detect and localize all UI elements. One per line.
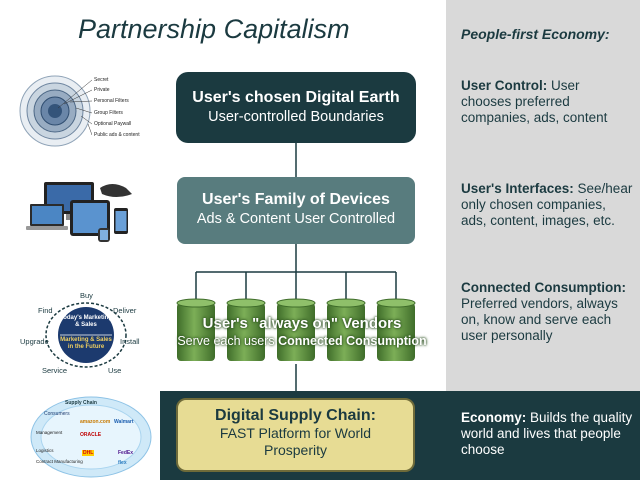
devices-illustration [26, 182, 132, 242]
supply-label: Logistics [36, 448, 54, 453]
ring-label: Private [94, 87, 110, 93]
cycle-label-buy: Buy [80, 291, 93, 300]
side-block-economy: Economy: Builds the quality world and li… [461, 410, 633, 458]
side-block-text: See/hear only chosen companies, ads, con… [461, 181, 633, 228]
side-block-title: User Control: [461, 78, 548, 93]
box-subtitle: Serve each users Connected Consumption [172, 333, 432, 349]
supply-label: Management [36, 430, 63, 435]
side-block-title: User's Interfaces: [461, 181, 574, 196]
supply-label: Contract Manufacturing [36, 459, 83, 464]
vendor-cylinders [176, 298, 416, 361]
supply-logo: ORACLE [80, 432, 102, 438]
vendor-cylinder [326, 298, 366, 361]
box-subtitle: FAST Platform for World [219, 425, 372, 441]
cycle-label-install: Install [120, 337, 140, 346]
box-family-of-devices: User's Family of Devices Ads & Content U… [177, 177, 415, 244]
vendor-cylinder [276, 298, 316, 361]
supply-logo: FedEx [118, 450, 134, 456]
ring-label: Group Filters [94, 110, 123, 116]
box-subtitle: Ads & Content User Controlled [196, 211, 396, 227]
privacy-rings-illustration [19, 75, 92, 147]
box-subtitle: User-controlled Boundaries [208, 109, 384, 125]
vendors-subtitle-prefix: Serve each users [177, 334, 279, 348]
cycle-label-service: Service [42, 366, 68, 375]
vendors-subtitle-bold: Connected Consumption [278, 334, 427, 348]
side-block-connected-consumption: Connected Consumption: Preferred vendors… [461, 280, 633, 344]
box-title: Digital Supply Chain: [215, 407, 376, 424]
cycle-center-bottom: Marketing & Sales in the Future [60, 337, 112, 350]
ring-label: Secret [94, 77, 109, 83]
cycle-label-use: Use [108, 366, 122, 375]
ring-label: Optional Paywall [94, 121, 132, 127]
supply-logo: amazon.com [80, 419, 111, 425]
supply-label: Supply Chain [65, 400, 97, 406]
cycle-label-find: Find [38, 306, 53, 315]
right-panel [446, 0, 640, 391]
side-block-user-control: User Control: User chooses preferred com… [461, 78, 633, 126]
headset-icon [100, 184, 132, 197]
page-title: Partnership Capitalism [78, 14, 350, 44]
vendor-cylinder [376, 298, 416, 361]
right-heading: People-first Economy: [461, 26, 610, 42]
box-title: User's Family of Devices [202, 191, 390, 208]
supply-logo: Walmart [114, 419, 134, 425]
ring-label: Public ads & content [94, 132, 140, 138]
box-subtitle-line2: Prosperity [263, 442, 328, 458]
box-digital-supply-chain: Digital Supply Chain: FAST Platform for … [176, 398, 415, 472]
ring-label: Personal Filters [94, 98, 129, 104]
marketing-cycle-illustration [45, 302, 127, 368]
box-title: User's chosen Digital Earth [192, 89, 400, 106]
cycle-label-deliver: Deliver [113, 306, 137, 315]
supply-label: Consumers [44, 411, 70, 417]
side-block-user-interfaces: User's Interfaces: See/hear only chosen … [461, 181, 633, 229]
cycle-center-top: Today's Marketing & Sales [60, 315, 112, 328]
side-block-text: Preferred vendors, always on, know and s… [461, 296, 618, 343]
box-vendors: User's "always on" Vendors Serve each us… [172, 314, 432, 349]
side-block-title: Connected Consumption: [461, 280, 626, 295]
supply-chain-illustration [30, 396, 152, 478]
box-digital-earth: User's chosen Digital Earth User-control… [176, 72, 416, 143]
side-block-text: User chooses preferred companies, ads, c… [461, 78, 608, 125]
supply-logo: flex [118, 460, 127, 466]
side-block-title: Economy: [461, 410, 527, 425]
box-title: User's "always on" Vendors [202, 315, 402, 332]
vendor-cylinder [226, 298, 266, 361]
side-block-text: Builds the quality world and lives that … [461, 410, 633, 457]
cycle-label-upgrade: Upgrade [20, 337, 49, 346]
supply-logo: DHL [82, 450, 95, 456]
vendor-cylinder [176, 298, 216, 361]
